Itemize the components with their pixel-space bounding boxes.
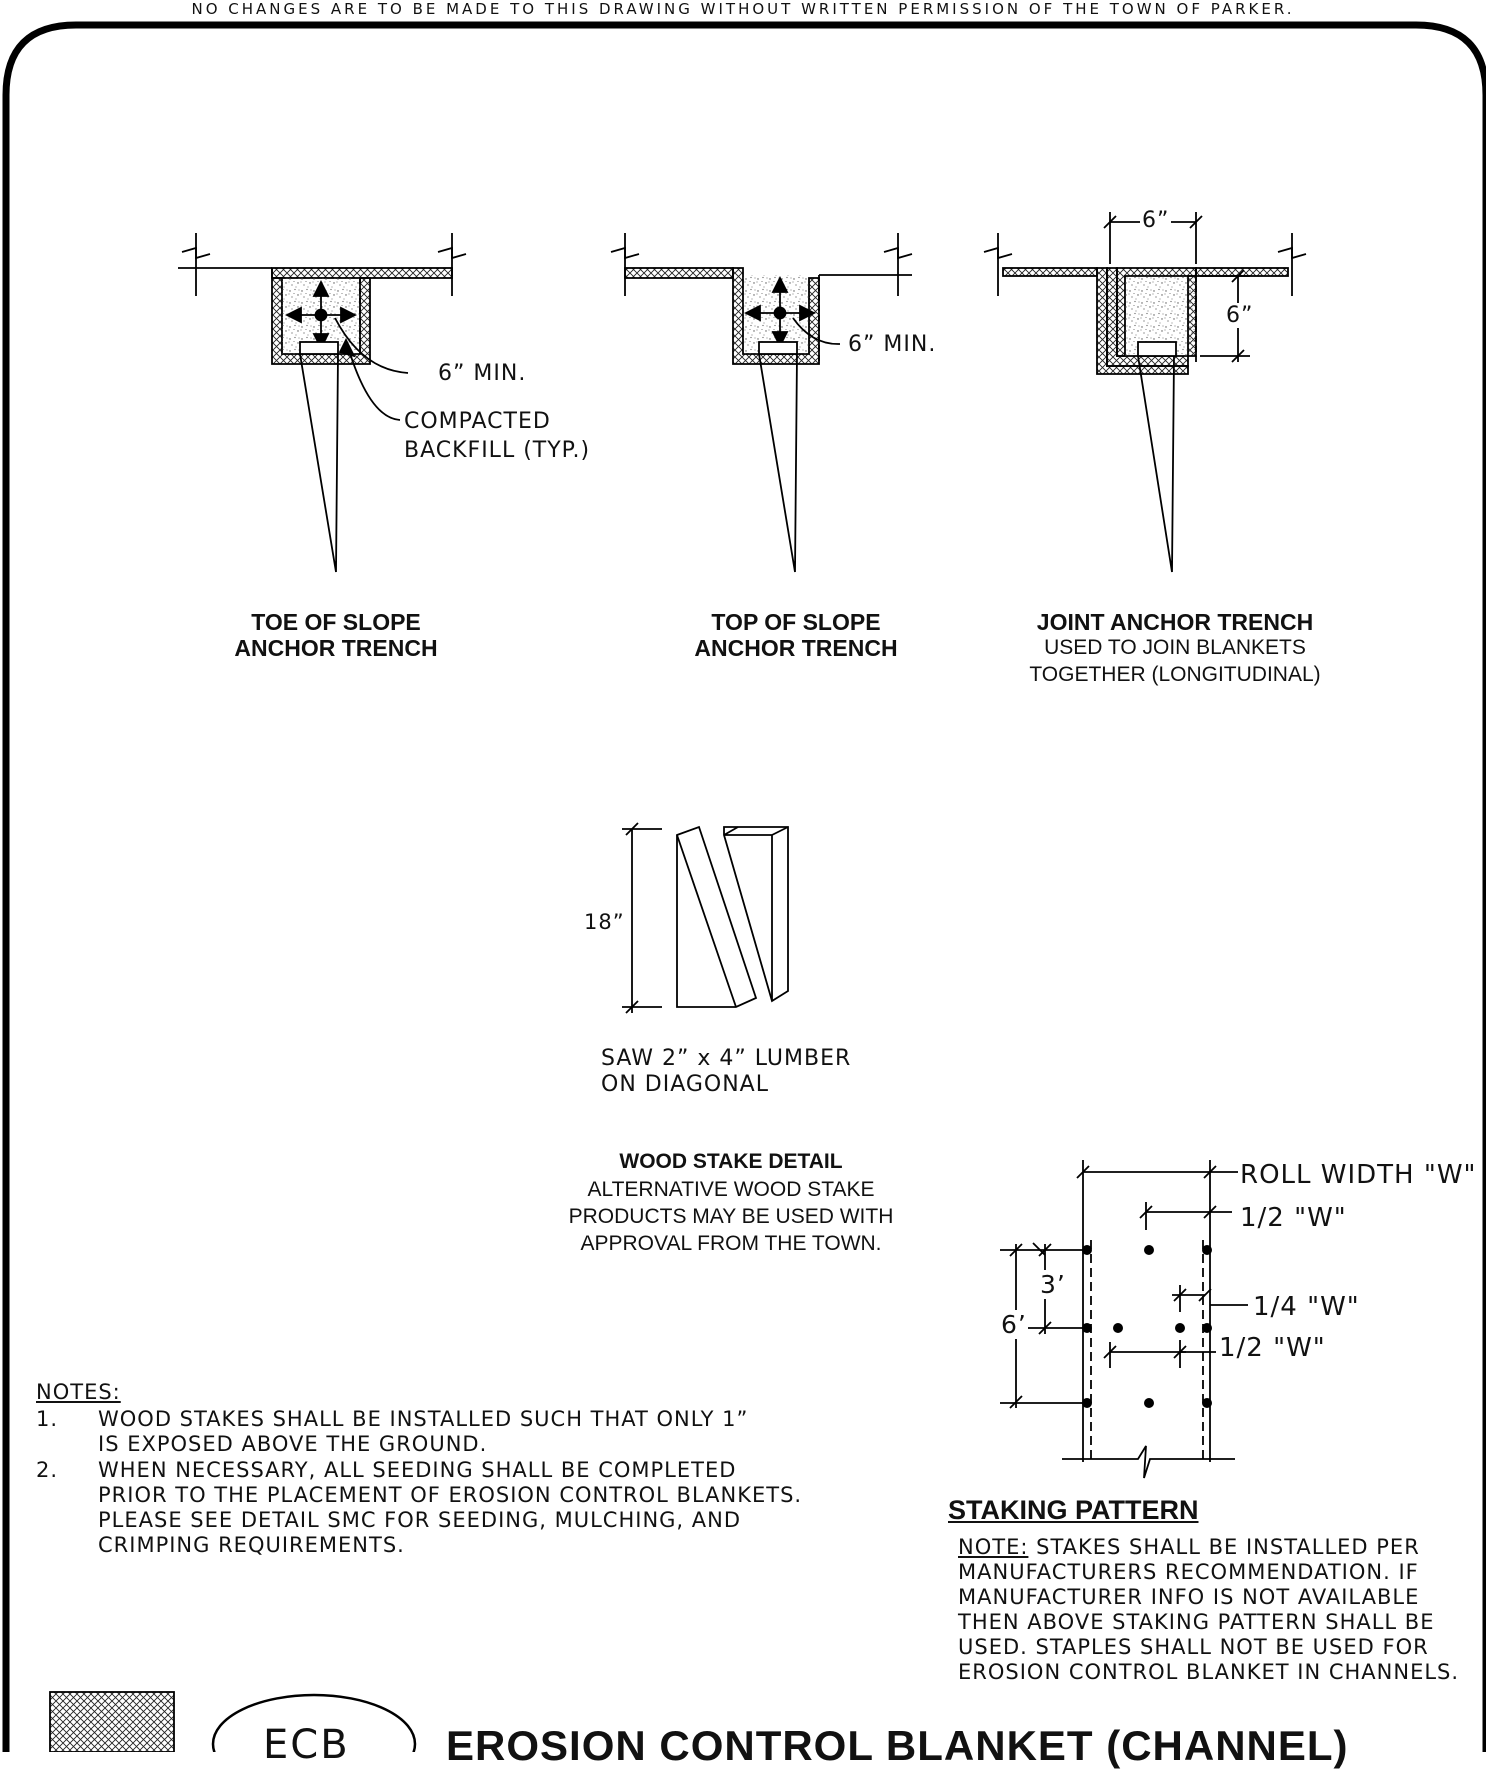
note2-number: 2. <box>36 1458 59 1482</box>
toe-dim-label: 6” MIN. <box>438 361 527 386</box>
top-title-line1: TOP OF SLOPE <box>711 609 881 635</box>
stake-dots <box>1082 1245 1212 1408</box>
toe-callout-line1: COMPACTED <box>404 409 551 434</box>
half-w-mid-label: 1/2 "W" <box>1219 1333 1326 1363</box>
stake-sub-line1: ALTERNATIVE WOOD STAKE <box>587 1178 875 1201</box>
notes-heading: NOTES: <box>36 1380 121 1404</box>
sheet-title: EROSION CONTROL BLANKET (CHANNEL) <box>446 1722 1349 1769</box>
staking-note-line6: EROSION CONTROL BLANKET IN CHANNELS. <box>958 1660 1460 1684</box>
note1-line2: IS EXPOSED ABOVE THE GROUND. <box>98 1432 488 1456</box>
staking-note-line5: USED. STAPLES SHALL NOT BE USED FOR <box>958 1635 1429 1659</box>
note1-line1: WOOD STAKES SHALL BE INSTALLED SUCH THAT… <box>98 1407 749 1431</box>
stake-length-dim: 18” <box>584 910 625 934</box>
stake-title: WOOD STAKE DETAIL <box>619 1150 843 1173</box>
staking-note-line2: MANUFACTURERS RECOMMENDATION. IF <box>958 1560 1419 1584</box>
stake-note-line1: SAW 2” x 4” LUMBER <box>601 1046 852 1071</box>
joint-title: JOINT ANCHOR TRENCH <box>1036 609 1314 635</box>
sheet-border <box>2 21 1486 1752</box>
note1-number: 1. <box>36 1407 59 1431</box>
toe-title-line2: ANCHOR TRENCH <box>234 635 438 661</box>
ecb-ellipse <box>211 1693 417 1752</box>
quarter-w-label: 1/4 "W" <box>1253 1292 1360 1322</box>
top-of-slope-detail <box>610 233 913 573</box>
note2-line1: WHEN NECESSARY, ALL SEEDING SHALL BE COM… <box>98 1458 737 1482</box>
top-title-line2: ANCHOR TRENCH <box>694 635 898 661</box>
staking-note-line1: NOTE: STAKES SHALL BE INSTALLED PER <box>958 1535 1420 1559</box>
toe-callout-line2: BACKFILL (TYP.) <box>404 438 591 463</box>
joint-anchor-trench-detail <box>983 212 1307 573</box>
note2-line3: PLEASE SEE DETAIL SMC FOR SEEDING, MULCH… <box>98 1508 742 1532</box>
stake-sub-line3: APPROVAL FROM THE TOWN. <box>580 1232 882 1255</box>
hatch-legend-swatch <box>49 1691 175 1752</box>
wood-stake-detail <box>622 822 789 1014</box>
joint-sub-line1: USED TO JOIN BLANKETS <box>1044 636 1306 659</box>
note2-line2: PRIOR TO THE PLACEMENT OF EROSION CONTRO… <box>98 1483 803 1507</box>
staking-note-line3: MANUFACTURER INFO IS NOT AVAILABLE <box>958 1585 1420 1609</box>
staking-note-text1: STAKES SHALL BE INSTALLED PER <box>1036 1535 1420 1559</box>
staking-note-line4: THEN ABOVE STAKING PATTERN SHALL BE <box>958 1610 1435 1634</box>
spacing-3ft-label: 3’ <box>1040 1270 1066 1299</box>
disclaimer-text: NO CHANGES ARE TO BE MADE TO THIS DRAWIN… <box>191 0 1295 18</box>
staking-pattern-detail <box>1000 1160 1248 1479</box>
stake-note-line2: ON DIAGONAL <box>601 1072 769 1097</box>
toe-title-line1: TOE OF SLOPE <box>251 609 421 635</box>
spacing-6ft-label: 6’ <box>1001 1310 1027 1339</box>
top-dim-label: 6” MIN. <box>848 332 937 357</box>
staking-note-label: NOTE: <box>958 1535 1029 1559</box>
roll-width-label: ROLL WIDTH "W" <box>1240 1160 1477 1190</box>
half-w-top-label: 1/2 "W" <box>1240 1203 1347 1233</box>
stake-sub-line2: PRODUCTS MAY BE USED WITH <box>568 1205 894 1228</box>
joint-depth-dim: 6” <box>1226 303 1254 328</box>
joint-sub-line2: TOGETHER (LONGITUDINAL) <box>1029 663 1321 686</box>
ecb-code: ECB <box>263 1722 350 1768</box>
staking-pattern-title: STAKING PATTERN <box>948 1495 1199 1525</box>
note2-line4: CRIMPING REQUIREMENTS. <box>98 1533 405 1557</box>
toe-of-slope-detail <box>178 233 467 573</box>
joint-width-dim: 6” <box>1140 208 1172 233</box>
